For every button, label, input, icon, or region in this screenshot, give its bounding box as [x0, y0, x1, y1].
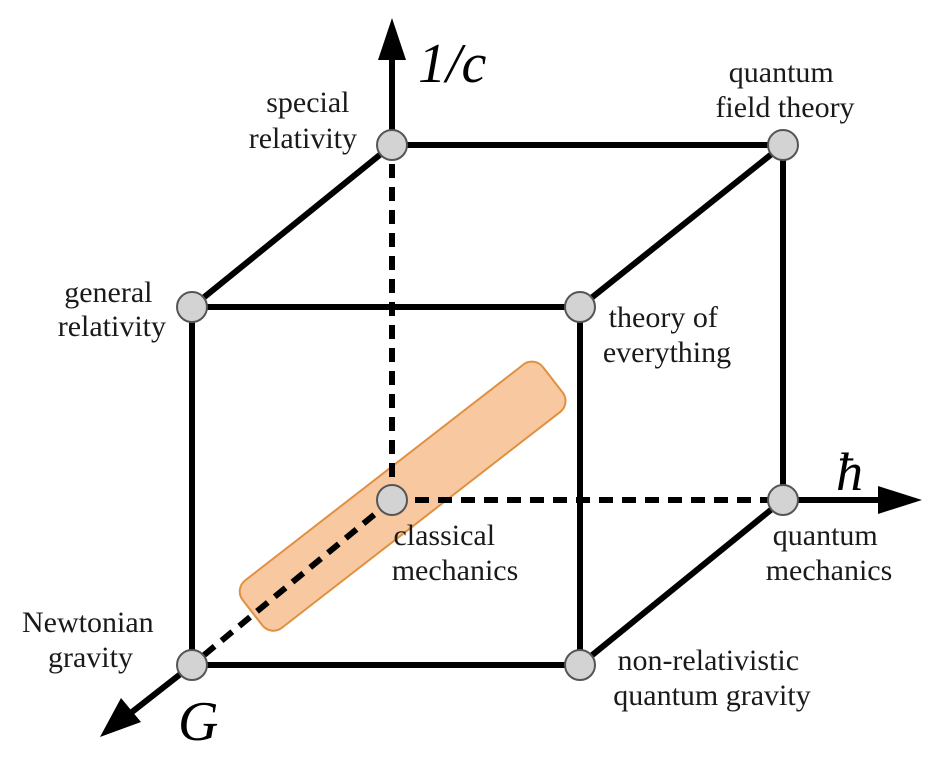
- vertex-quantum-field-theory: [767, 129, 799, 161]
- label-nonrelativistic-quantum-gravity: non-relativistic quantum gravity: [613, 644, 810, 712]
- hbar-axis-arrowhead: [878, 486, 922, 514]
- g-axis-label: G: [178, 691, 218, 753]
- vertex-special-relativity: [376, 129, 408, 161]
- edge-qft-to-toe: [578, 142, 785, 310]
- label-quantum-field-theory: quantum field theory: [715, 56, 854, 124]
- vertex-general-relativity: [176, 291, 208, 323]
- label-quantum-mechanics: quantum mechanics: [766, 519, 893, 587]
- label-theory-of-everything: theory of everything: [603, 301, 731, 369]
- label-general-relativity: general relativity: [58, 276, 166, 343]
- vertex-theory-of-everything: [564, 291, 596, 323]
- g-axis-arrowhead: [100, 698, 141, 737]
- vertex-newtonian-gravity: [176, 649, 208, 681]
- hbar-axis-label: ħ: [836, 442, 863, 502]
- vertex-classical-mechanics: [376, 484, 408, 516]
- inv-c-axis-label: 1/c: [418, 33, 487, 95]
- vertex-nonrelativistic-quantum-gravity: [564, 649, 596, 681]
- edge-special-to-general: [190, 142, 394, 310]
- edge-qm-to-nrqg: [578, 497, 785, 668]
- label-special-relativity: special relativity: [249, 86, 357, 155]
- edge-classical-to-newtonian-gravity: [190, 497, 394, 668]
- label-classical-mechanics: classical mechanics: [392, 519, 519, 587]
- vertex-quantum-mechanics: [767, 484, 799, 516]
- inv-c-axis-arrowhead: [378, 18, 406, 60]
- label-newtonian-gravity: Newtonian gravity: [22, 606, 161, 674]
